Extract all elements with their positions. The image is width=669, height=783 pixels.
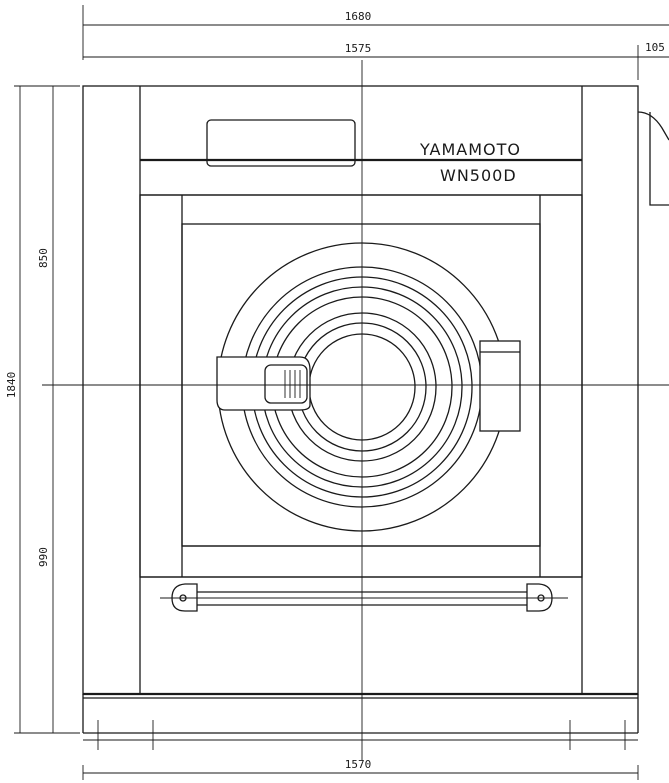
machine-base bbox=[82, 694, 639, 734]
brand-label: YAMAMOTO bbox=[419, 140, 521, 159]
side-extension-shape bbox=[637, 111, 669, 206]
dim-lower-height-label: 990 bbox=[37, 547, 50, 567]
dimension-overall-height: 1840 bbox=[5, 85, 80, 734]
control-panel: YAMAMOTO WN500D bbox=[140, 119, 582, 196]
dim-overall-height-label: 1840 bbox=[5, 372, 18, 399]
door-hinge bbox=[479, 340, 521, 432]
dimension-base-width: 1570 bbox=[82, 720, 639, 780]
model-label: WN500D bbox=[440, 166, 517, 185]
dimension-body-width: 1575 105 bbox=[83, 41, 669, 80]
dimension-overall-width: 1680 bbox=[82, 5, 669, 60]
dim-base-width-label: 1570 bbox=[345, 758, 372, 771]
dim-side-extension-label: 105 bbox=[645, 41, 665, 54]
cabinet-outline bbox=[82, 85, 639, 695]
dim-overall-width-label: 1680 bbox=[345, 10, 372, 23]
dim-body-width-label: 1575 bbox=[345, 42, 372, 55]
dimension-upper-height: 850 990 bbox=[37, 86, 80, 733]
center-lines bbox=[42, 60, 669, 760]
door-handle bbox=[216, 356, 311, 411]
dim-upper-height-label: 850 bbox=[37, 248, 50, 268]
handle-bar bbox=[160, 583, 568, 612]
lower-panel bbox=[83, 576, 638, 696]
